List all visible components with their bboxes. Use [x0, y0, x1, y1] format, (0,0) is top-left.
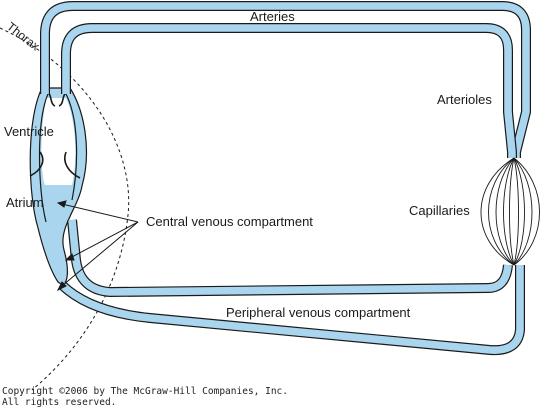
arterioles-label: Arterioles [437, 92, 492, 107]
central-venous-arrows [56, 200, 139, 292]
veins-vessel [58, 219, 525, 356]
atrium-label: Atrium [6, 195, 44, 210]
arteries-label: Arteries [250, 9, 295, 24]
heart-inner-septum [38, 93, 78, 223]
copyright-line-1: Copyright ©2006 by The McGraw-Hill Compa… [2, 386, 288, 397]
arteries-vessel [40, 1, 531, 158]
capillaries-label: Capillaries [409, 203, 470, 218]
capillary-bed [480, 157, 540, 266]
heart [29, 87, 88, 285]
peripheral-venous-label: Peripheral venous compartment [226, 305, 411, 320]
thorax-boundary [0, 27, 130, 391]
lower-valve [29, 151, 81, 179]
ventricle-lumen [41, 98, 76, 185]
central-venous-label: Central venous compartment [146, 214, 313, 229]
ventricle-label: Ventricle [4, 124, 54, 139]
copyright-line-2: All rights reserved. [2, 397, 117, 408]
thorax-label: Thorax [4, 19, 42, 53]
